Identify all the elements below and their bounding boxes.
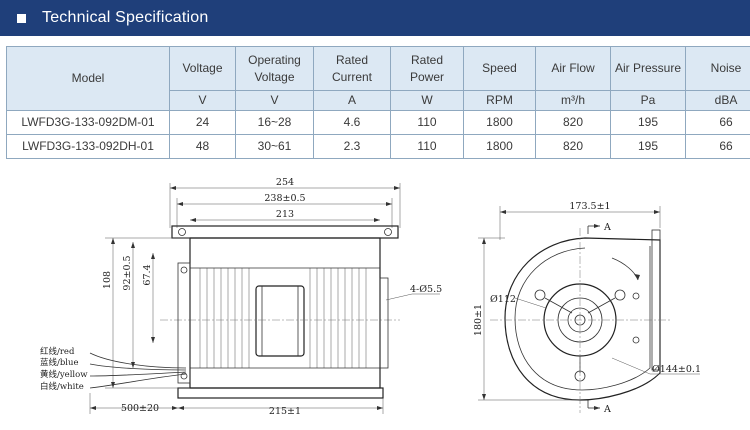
table-cell: 16~28: [235, 110, 314, 135]
dim-holes: 4-Ø5.5: [410, 284, 442, 295]
section-title: Technical Specification: [42, 9, 209, 26]
table-cell: 4.6: [313, 110, 391, 135]
dim-front-width: 173.5±1: [569, 201, 610, 212]
dim-outlet: Ø144±0.1: [652, 364, 701, 375]
dim-hub: Ø112: [490, 294, 516, 305]
wire-yellow-label: 黄线/yellow: [40, 369, 88, 380]
wire-white-label: 白线/white: [40, 381, 84, 392]
table-cell: 195: [610, 110, 686, 135]
dim-inner: 67.4: [142, 264, 153, 285]
column-header: Air Pressure: [610, 46, 686, 91]
column-unit: V: [169, 90, 236, 111]
table-cell: 110: [390, 110, 464, 135]
table-cell: 110: [390, 134, 464, 159]
column-header: Noise: [685, 46, 750, 91]
table-cell: 1800: [463, 110, 536, 135]
dim-cable: 500±20: [121, 403, 159, 414]
drawing-svg: 254 238±0.5 213: [40, 177, 701, 417]
column-unit: W: [390, 90, 464, 111]
wire-blue-label: 蓝线/blue: [40, 357, 79, 368]
table-cell: 66: [685, 110, 750, 135]
column-header: Rated Power: [390, 46, 464, 91]
dim-base: 215±1: [269, 406, 301, 417]
section-header: Technical Specification: [0, 0, 750, 36]
table-cell: 48: [169, 134, 236, 159]
section-mark-top: A: [603, 222, 611, 233]
table-cell: 820: [535, 110, 611, 135]
table-cell: LWFD3G-133-092DM-01: [6, 110, 170, 135]
dim-mount: 92±0.5: [122, 255, 133, 290]
table-cell: LWFD3G-133-092DH-01: [6, 134, 170, 159]
wire-red-label: 红线/red: [40, 346, 75, 357]
column-header: Model: [6, 46, 170, 111]
column-unit: Pa: [610, 90, 686, 111]
column-unit: dBA: [685, 90, 750, 111]
table-cell: 24: [169, 110, 236, 135]
dim-height: 108: [102, 271, 113, 289]
dim-front-height: 180±1: [473, 304, 484, 336]
dim-flange: 238±0.5: [264, 193, 305, 204]
column-unit: RPM: [463, 90, 536, 111]
technical-drawing: 254 238±0.5 213: [0, 168, 750, 430]
column-header: Speed: [463, 46, 536, 91]
square-bullet-icon: [17, 13, 26, 23]
section-mark-bottom: A: [603, 404, 611, 415]
column-header: Rated Current: [313, 46, 391, 91]
dim-body: 213: [276, 209, 294, 220]
table-cell: 66: [685, 134, 750, 159]
column-unit: m³/h: [535, 90, 611, 111]
front-view: 173.5±1 A A: [473, 201, 701, 415]
table-cell: 30~61: [235, 134, 314, 159]
column-unit: A: [313, 90, 391, 111]
column-header: Air Flow: [535, 46, 611, 91]
column-header: Operating Voltage: [235, 46, 314, 91]
table-cell: 1800: [463, 134, 536, 159]
table-cell: 2.3: [313, 134, 391, 159]
column-header: Voltage: [169, 46, 236, 91]
dim-overall: 254: [276, 177, 294, 188]
table-cell: 820: [535, 134, 611, 159]
column-unit: V: [235, 90, 314, 111]
side-view: 254 238±0.5 213: [40, 177, 442, 417]
table-cell: 195: [610, 134, 686, 159]
